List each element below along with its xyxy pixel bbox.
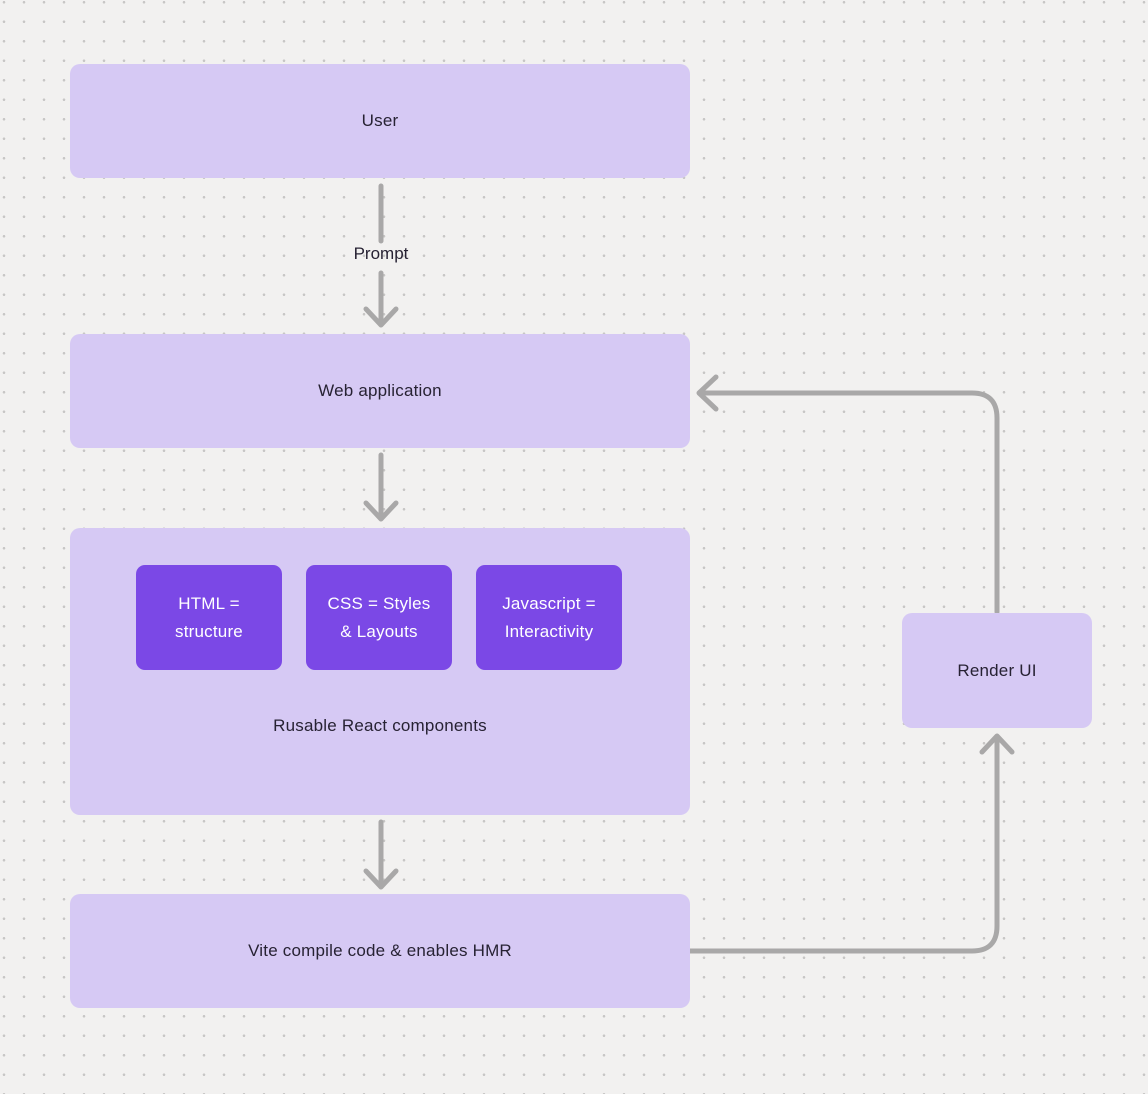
node-vite: Vite compile code & enables HMR	[70, 894, 690, 1008]
node-user: User	[70, 64, 690, 178]
node-components-container: HTML = structure CSS = Styles & Layouts …	[70, 528, 690, 815]
node-web-application: Web application	[70, 334, 690, 448]
chip-css-label: CSS = Styles & Layouts	[327, 593, 431, 641]
node-vite-label: Vite compile code & enables HMR	[248, 941, 512, 960]
chip-javascript: Javascript = Interactivity	[476, 565, 622, 670]
arrow-vite-to-render	[687, 733, 1015, 954]
node-render-ui: Render UI	[902, 613, 1092, 728]
chip-row: HTML = structure CSS = Styles & Layouts …	[136, 565, 623, 670]
node-render-ui-label: Render UI	[957, 660, 1037, 680]
arrow-webapp-to-container	[363, 452, 399, 522]
chip-html-label: HTML = structure	[175, 593, 243, 641]
chip-javascript-label: Javascript = Interactivity	[502, 593, 596, 641]
arrow-render-to-webapp	[696, 374, 1000, 615]
arrow-container-to-vite	[363, 819, 399, 890]
edge-label-prompt: Prompt	[353, 244, 409, 263]
node-user-label: User	[361, 111, 399, 130]
chip-html: HTML = structure	[136, 565, 282, 670]
node-web-application-label: Web application	[318, 381, 442, 400]
arrow-prompt-to-webapp	[363, 270, 399, 328]
container-caption: Rusable React components	[273, 716, 487, 735]
chip-css: CSS = Styles & Layouts	[306, 565, 452, 670]
